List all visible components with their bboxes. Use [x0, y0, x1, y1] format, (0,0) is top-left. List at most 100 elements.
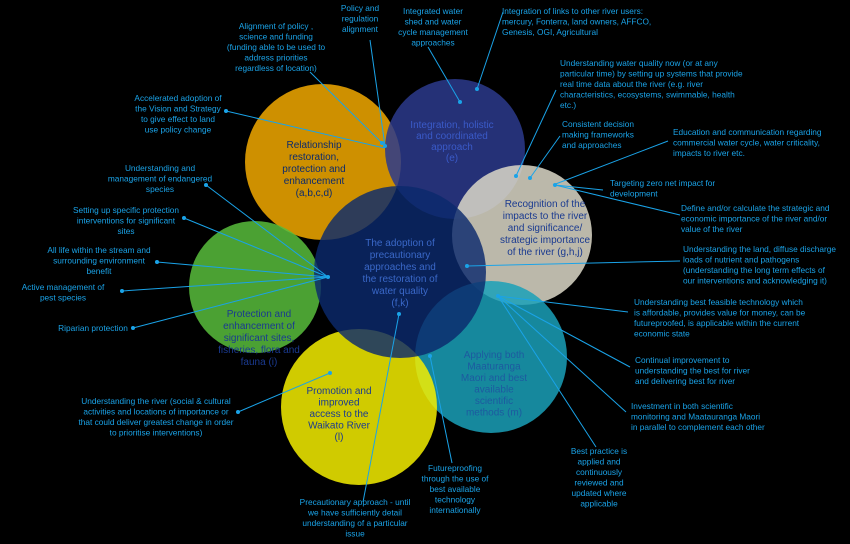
connector-dot [236, 410, 240, 414]
text-line: Maori and best [461, 373, 527, 384]
text-line: precautionary [370, 250, 431, 261]
connector-line [369, 39, 386, 147]
connector-dot [326, 275, 330, 279]
text-line: enhancement [284, 176, 345, 187]
text-line: enhancement of [223, 321, 295, 332]
text-line: improved [318, 398, 359, 409]
text-line: (understanding the long term effects of [683, 265, 826, 275]
text-line: is affordable, provides value for money,… [634, 308, 806, 318]
circle-recognition [452, 165, 592, 305]
connector-line [156, 261, 329, 278]
text-line: in parallel to complement each other [631, 422, 765, 432]
text-line: use policy change [145, 125, 212, 135]
text-line: pest species [40, 293, 86, 303]
connector-dot [155, 260, 159, 264]
text-line: and coordinated [416, 131, 488, 142]
text-line: (e) [446, 153, 458, 164]
connector-line [362, 313, 400, 503]
text-line: scientific [475, 396, 513, 407]
text-line: approach [431, 142, 473, 153]
text-line: Genesis, OGI, Agricultural [502, 27, 598, 37]
text-line: Recognition of the [505, 199, 586, 210]
text-line: alignment [342, 24, 379, 34]
connector-line [429, 355, 453, 464]
text-line: economic importance of the river and/or [681, 214, 827, 224]
text-line: and significance/ [508, 223, 583, 234]
text-line: Accelerated adoption of [134, 93, 222, 103]
text-line: impacts to the river [503, 211, 588, 222]
connector-dot [458, 100, 462, 104]
text-line: species [146, 184, 174, 194]
text-line: All life within the stream and [47, 245, 151, 255]
text-line: significant sites, [224, 333, 295, 344]
connector-line [237, 372, 331, 413]
annotation-integration-links: Integration of links to other river user… [502, 6, 651, 37]
annotation-understanding-water-quality: Understanding water quality now (or at a… [560, 58, 743, 110]
text-line: strategic importance [500, 235, 590, 246]
connector-line [554, 184, 681, 216]
text-line: and delivering best for river [635, 376, 735, 386]
connector-line [515, 89, 557, 177]
text-line: The adoption of [365, 238, 435, 249]
text-line: best available [430, 484, 481, 494]
text-line: real time data about the river (e.g. riv… [560, 79, 703, 89]
text-line: Investment in both scientific [631, 401, 733, 411]
connector-line [554, 184, 604, 191]
text-line: to give effect to land [141, 114, 215, 124]
text-line: surrounding environment [53, 256, 145, 266]
text-line: through the use of [422, 474, 490, 484]
connector-lines [121, 11, 681, 503]
text-line: understanding of a particular [302, 518, 407, 528]
text-line: Targeting zero net impact for [610, 178, 715, 188]
text-line: Futureproofing [428, 463, 482, 473]
text-line: etc.) [560, 100, 576, 110]
connector-line [497, 295, 629, 313]
connector-dot [224, 109, 228, 113]
text-line: Waikato River [308, 421, 371, 432]
text-line: Consistent decision [562, 119, 634, 129]
text-line: regulation [342, 14, 379, 24]
text-line: (a,b,c,d) [296, 188, 333, 199]
text-line: water quality [371, 286, 428, 297]
connector-dot [383, 144, 387, 148]
text-line: the restoration of [362, 274, 437, 285]
text-line: access to the [310, 409, 369, 420]
text-line: impacts to river etc. [673, 148, 745, 158]
annotation-riparian: Riparian protection [58, 323, 128, 333]
text-line: Setting up specific protection [73, 205, 179, 215]
annotation-best-feasible-tech: Understanding best feasible technology w… [634, 297, 806, 339]
text-line: science and funding [239, 32, 313, 42]
circle-center [314, 186, 486, 358]
connector-dot [465, 264, 469, 268]
text-line: Understanding and [125, 163, 196, 173]
text-line: updated where [572, 488, 627, 498]
connector-dot [204, 183, 208, 187]
text-line: benefit [87, 266, 113, 276]
text-line: applied and [578, 457, 621, 467]
annotation-understanding-land: Understanding the land, diffuse discharg… [683, 244, 836, 286]
text-line: Integrated water [403, 6, 463, 16]
text-line: our interventions and acknowledging it) [683, 276, 827, 286]
text-line: internationally [429, 505, 481, 515]
text-line: value of the river [681, 224, 743, 234]
connector-dot [528, 176, 532, 180]
connector-line [552, 140, 669, 186]
text-line: Promotion and [306, 386, 371, 397]
